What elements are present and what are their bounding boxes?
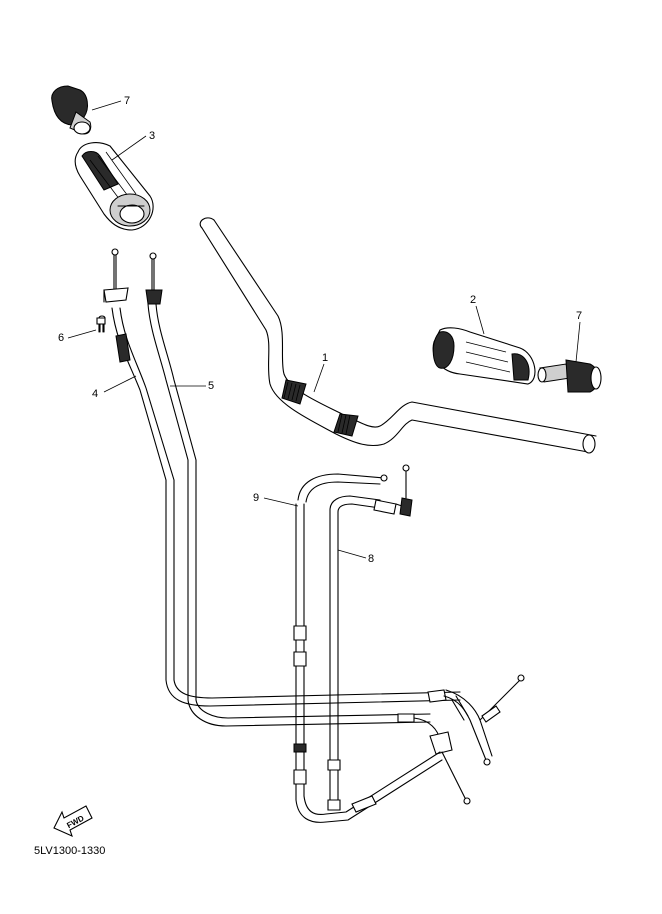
screw: [96, 317, 106, 333]
diagram-code: 5LV1300-1330: [34, 845, 106, 857]
callout-8: 8: [368, 553, 375, 565]
callout-1: 1: [322, 352, 329, 364]
fwd-arrow-icon: FWD: [53, 805, 93, 838]
leader-lines: [67, 100, 581, 559]
throttle-cables: [98, 248, 525, 805]
handlebar: [199, 217, 597, 454]
callout-4: 4: [92, 388, 99, 400]
callout-2: 2: [470, 294, 477, 306]
grip-end-left: [51, 85, 92, 135]
callout-5: 5: [208, 380, 215, 392]
callout-7-left: 7: [124, 95, 131, 107]
callout-6: 6: [58, 332, 65, 344]
right-grip: [432, 327, 536, 385]
callout-9: 9: [253, 492, 260, 504]
callout-7-right: 7: [576, 310, 583, 322]
throttle-grip: [74, 142, 154, 231]
grip-end-right: [537, 359, 602, 393]
clutch-cables: [293, 464, 443, 823]
callout-3: 3: [149, 130, 156, 142]
